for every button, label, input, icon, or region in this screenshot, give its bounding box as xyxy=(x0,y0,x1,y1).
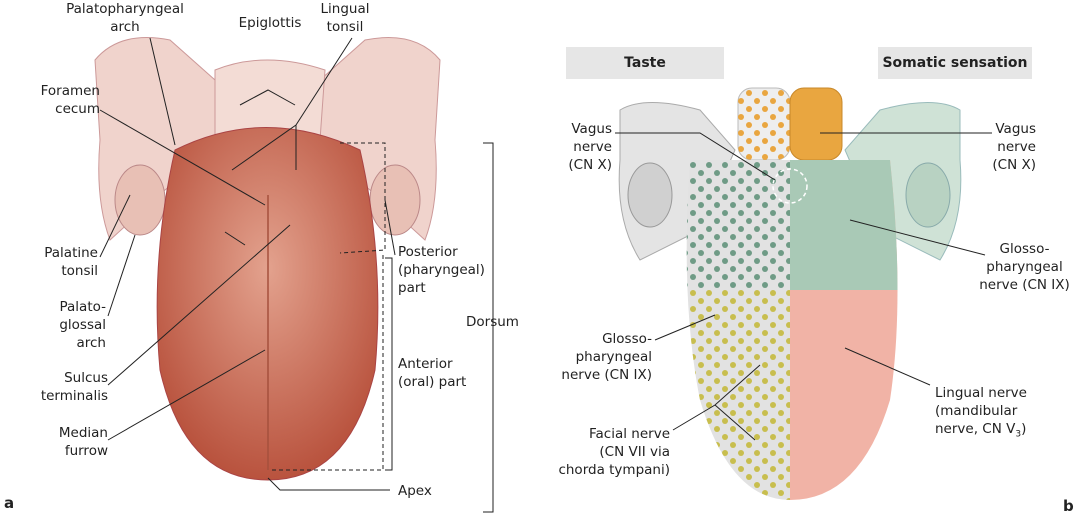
label-median-furrow: Median furrow xyxy=(58,425,108,459)
label-vagus-nerve-somatic: Vagus nerve (CN X) xyxy=(992,121,1036,173)
lingual-subscript: 3 xyxy=(1015,429,1022,440)
label-apex: Apex xyxy=(398,483,432,499)
label-foramen-cecum: Foramen cecum xyxy=(40,83,100,117)
lingual-close: ) xyxy=(1021,421,1027,437)
lingual-text: Lingual nerve (mandibular nerve, CN V xyxy=(935,385,1027,437)
label-glossopharyngeal-taste: Glosso- pharyngeal nerve (CN IX) xyxy=(561,331,652,383)
header-taste: Taste xyxy=(566,47,724,79)
label-epiglottis: Epiglottis xyxy=(238,15,302,31)
label-dorsum: Dorsum xyxy=(466,314,519,330)
label-lingual-tonsil: Lingual tonsil xyxy=(320,1,370,35)
leader-lines xyxy=(99,37,992,513)
label-palatopharyngeal-arch: Palatopharyngeal arch xyxy=(66,1,184,35)
label-facial-nerve: Facial nerve (CN VII via chorda tympani) xyxy=(558,426,670,478)
label-sulcus-terminalis: Sulcus terminalis xyxy=(40,370,108,404)
label-glossopharyngeal-somatic: Glosso- pharyngeal nerve (CN IX) xyxy=(979,241,1070,293)
label-anterior-part: Anterior (oral) part xyxy=(398,356,467,390)
label-palatoglossal-arch: Palato- glossal arch xyxy=(59,299,106,351)
tongue-b-drawing xyxy=(618,87,962,500)
header-somatic-sensation: Somatic sensation xyxy=(878,47,1032,79)
panel-letter-a: a xyxy=(4,494,15,512)
label-vagus-nerve-taste: Vagus nerve (CN X) xyxy=(568,121,612,173)
tongue-a-drawing xyxy=(94,37,441,481)
panel-letter-b: b xyxy=(1063,497,1074,515)
label-posterior-part: Posterior (pharyngeal) part xyxy=(398,244,485,296)
label-lingual-nerve: Lingual nerve (mandibular nerve, CN V3) xyxy=(935,384,1027,444)
label-palatine-tonsil: Palatine tonsil xyxy=(44,245,98,279)
